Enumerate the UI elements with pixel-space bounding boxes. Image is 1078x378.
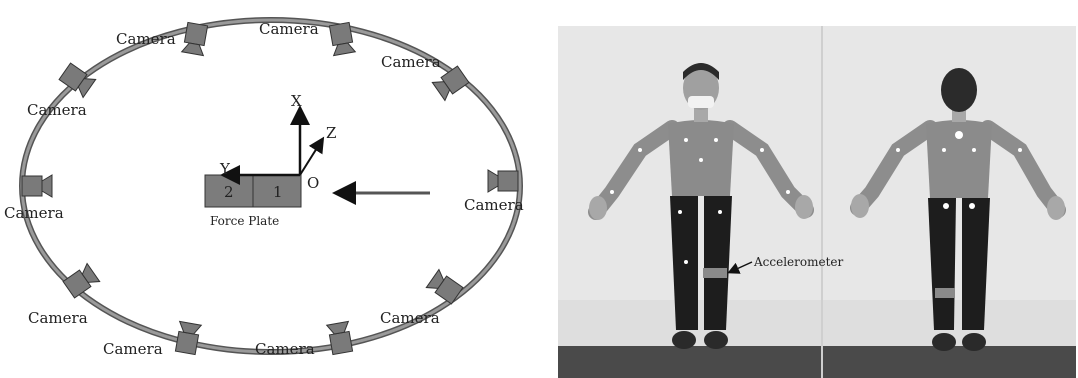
- force-plate: 2 1 Force Plate: [205, 175, 301, 228]
- camera-icon: [426, 270, 463, 305]
- camera-label: Camera: [103, 340, 163, 358]
- plate-2-number: 2: [224, 183, 234, 201]
- camera-label: Camera: [381, 53, 441, 71]
- camera-setup-diagram: Camera Camera Camera Camera Camera Camer…: [4, 20, 524, 358]
- camera-icon: [174, 321, 201, 354]
- camera-icon: [62, 264, 99, 299]
- camera-label: Camera: [380, 309, 440, 327]
- plate-1-number: 1: [273, 183, 283, 201]
- camera-label: Camera: [255, 340, 315, 358]
- subject-photographs: Accelerometer: [558, 26, 1076, 378]
- camera-label: Camera: [28, 309, 88, 327]
- axis-x-label: X: [291, 92, 302, 110]
- origin-label: O: [307, 174, 319, 192]
- camera-label: Camera: [464, 196, 524, 214]
- force-plate-caption: Force Plate: [210, 214, 279, 228]
- camera-icon: [22, 175, 52, 197]
- axis-y-label: Y: [219, 160, 231, 178]
- camera-icon: [488, 170, 518, 192]
- accelerometer-label: Accelerometer: [753, 255, 844, 269]
- camera-label: Camera: [116, 30, 176, 48]
- camera-label: Camera: [27, 101, 87, 119]
- camera-label: Camera: [259, 20, 319, 38]
- axis-z-label: Z: [326, 124, 336, 142]
- camera-label: Camera: [4, 204, 64, 222]
